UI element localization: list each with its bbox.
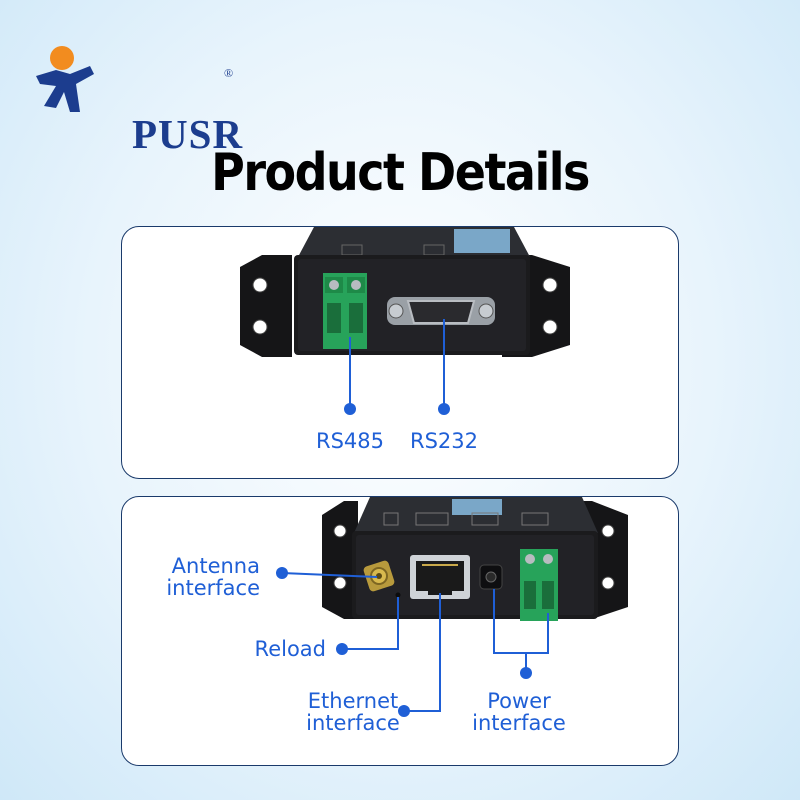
top-interface-panel: RS485 RS232 [121, 226, 679, 479]
registered-mark: ® [224, 66, 234, 80]
serial-side-device-image [240, 227, 570, 415]
power-interface-label: Power interface [472, 689, 566, 735]
logo-figure-icon [36, 46, 94, 112]
rs232-label: RS232 [409, 429, 478, 453]
bottom-interface-panel: Antenna interface Reload Ethernet interf… [121, 496, 679, 766]
reload-label: Reload [254, 637, 326, 661]
ethernet-interface-label: Ethernet interface [306, 689, 400, 735]
rs485-label: RS485 [315, 429, 384, 453]
pusr-logo: PUSR [30, 42, 250, 157]
page-title: Product Details [211, 141, 590, 203]
antenna-interface-label: Antenna interface [166, 554, 260, 600]
brand-name: PUSR [132, 111, 244, 157]
network-side-device-image [276, 497, 628, 717]
